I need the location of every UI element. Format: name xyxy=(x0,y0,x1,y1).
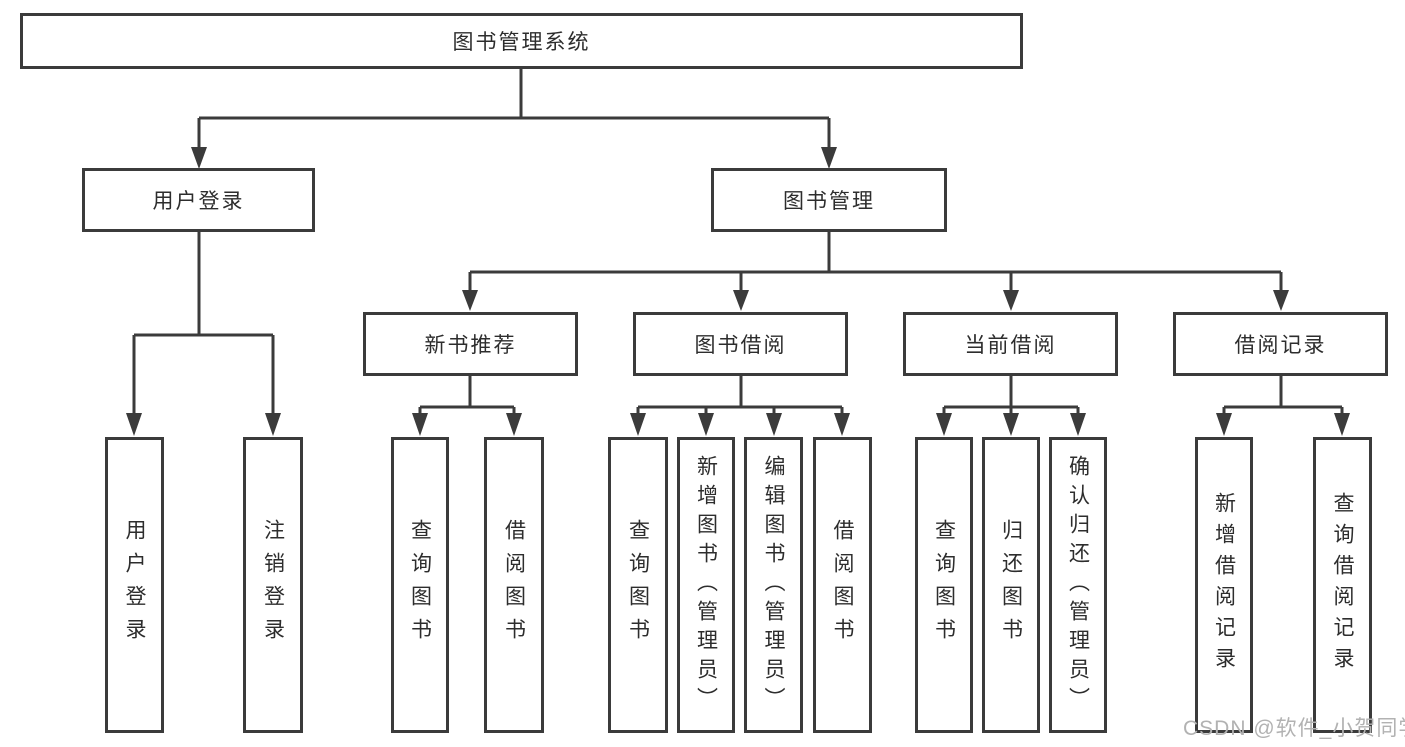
node-user-login: 用户登录 xyxy=(82,168,315,232)
leaf-query-borrow-record: 查询借阅记录 xyxy=(1313,437,1372,733)
leaf-label: 查询图书 xyxy=(408,519,432,651)
node-borrowing-records: 借阅记录 xyxy=(1173,312,1388,376)
node-label: 图书管理系统 xyxy=(452,31,591,54)
leaf-query-books-borrowing: 查询图书 xyxy=(608,437,668,733)
leaf-label: 借阅图书 xyxy=(502,519,526,651)
leaf-add-borrow-record: 新增借阅记录 xyxy=(1195,437,1253,733)
leaf-label: 查询借阅记录 xyxy=(1331,492,1354,678)
leaf-return-book: 归还图书 xyxy=(982,437,1040,733)
watermark-csdn: CSDN @软件_小贺同学 xyxy=(1183,717,1405,740)
leaf-user-login: 用户登录 xyxy=(105,437,164,733)
connector-path xyxy=(132,68,1344,417)
leaf-label: 借阅图书 xyxy=(831,519,854,651)
leaf-logout: 注销登录 xyxy=(243,437,303,733)
node-book-borrowing: 图书借阅 xyxy=(633,312,848,376)
node-label: 借阅记录 xyxy=(1234,334,1327,357)
node-new-book-recommendation: 新书推荐 xyxy=(363,312,578,376)
node-current-borrowing: 当前借阅 xyxy=(903,312,1118,376)
leaf-label: 编辑图书（管理员） xyxy=(762,454,785,716)
leaf-borrow-books-borrowing: 借阅图书 xyxy=(813,437,872,733)
leaf-borrow-books-recommend: 借阅图书 xyxy=(484,437,544,733)
leaf-edit-book-admin: 编辑图书（管理员） xyxy=(744,437,803,733)
node-label: 新书推荐 xyxy=(424,334,517,357)
node-label: 用户登录 xyxy=(152,190,245,213)
leaf-confirm-return-admin: 确认归还（管理员） xyxy=(1049,437,1107,733)
leaf-label: 用户登录 xyxy=(123,519,146,651)
leaf-label: 新增借阅记录 xyxy=(1212,492,1236,678)
leaf-label: 新增图书（管理员） xyxy=(694,454,718,716)
node-label: 图书管理 xyxy=(783,190,875,213)
arrowheads xyxy=(126,147,1350,436)
leaf-label: 确认归还（管理员） xyxy=(1066,454,1090,716)
node-label: 当前借阅 xyxy=(964,334,1057,357)
leaf-label: 归还图书 xyxy=(999,519,1023,651)
leaf-add-book-admin: 新增图书（管理员） xyxy=(677,437,735,733)
leaf-label: 查询图书 xyxy=(932,519,956,651)
leaf-query-books-current: 查询图书 xyxy=(915,437,973,733)
leaf-label: 查询图书 xyxy=(626,519,650,651)
node-label: 图书借阅 xyxy=(694,334,787,357)
node-book-management: 图书管理 xyxy=(711,168,947,232)
leaf-label: 注销登录 xyxy=(261,519,285,651)
leaf-query-books-recommend: 查询图书 xyxy=(391,437,449,733)
node-library-management-system: 图书管理系统 xyxy=(20,13,1023,69)
